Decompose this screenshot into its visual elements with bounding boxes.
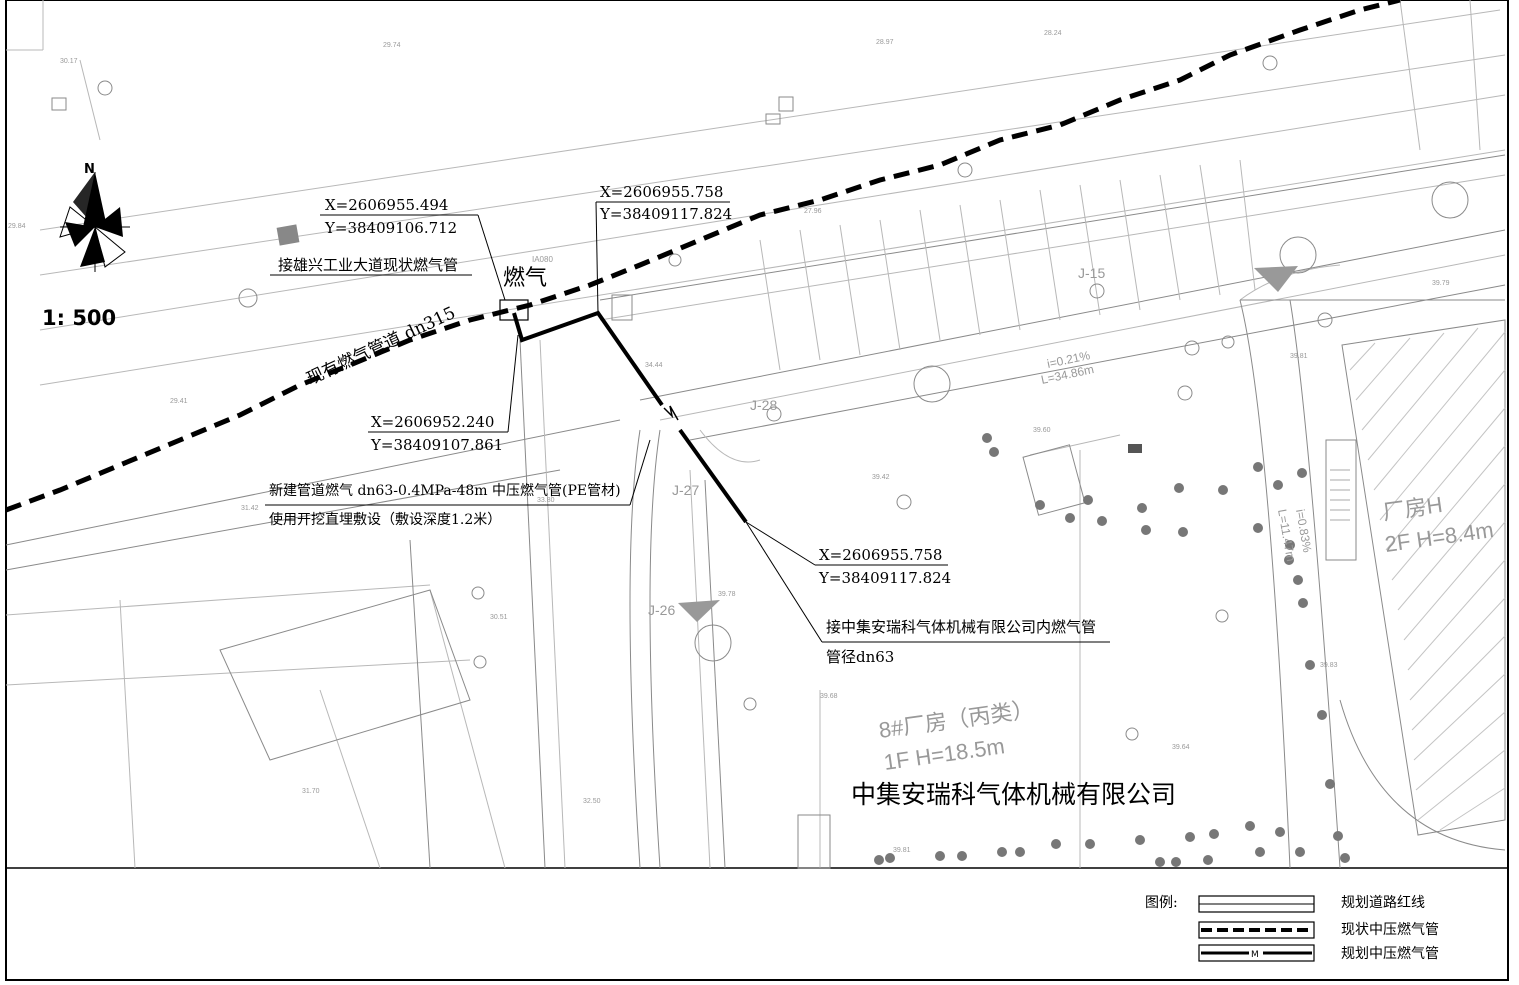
svg-text:29.84: 29.84 xyxy=(8,223,26,230)
svg-text:39.60: 39.60 xyxy=(1033,427,1051,434)
svg-text:X=2606955.494: X=2606955.494 xyxy=(325,196,448,214)
leader-lines xyxy=(265,201,1110,643)
note-new-pipe-line2: 使用开挖直埋敷设（敷设深度1.2米） xyxy=(269,511,501,528)
svg-text:X=2606955.758: X=2606955.758 xyxy=(600,183,723,201)
svg-text:Y=38409117.824: Y=38409117.824 xyxy=(818,569,951,587)
north-arrow-icon xyxy=(59,172,130,272)
svg-text:34.44: 34.44 xyxy=(645,362,663,369)
svg-text:39.83: 39.83 xyxy=(1320,662,1338,669)
svg-text:29.41: 29.41 xyxy=(170,398,188,405)
existing-pipe-label: 现有燃气管道 dn315 xyxy=(304,303,459,389)
svg-text:29.74: 29.74 xyxy=(383,42,401,49)
svg-text:39.79: 39.79 xyxy=(1432,280,1450,287)
spot-elevations: 29.74 28.97 28.24 30.17 27.96 29.41 31.4… xyxy=(8,30,1450,854)
north-label: N xyxy=(84,162,95,177)
svg-text:X=2606955.758: X=2606955.758 xyxy=(819,546,942,564)
svg-text:31.70: 31.70 xyxy=(302,788,320,795)
svg-text:IA080: IA080 xyxy=(532,255,553,264)
svg-text:31.42: 31.42 xyxy=(241,505,259,512)
svg-text:27.96: 27.96 xyxy=(804,208,822,215)
svg-text:28.24: 28.24 xyxy=(1044,30,1062,37)
svg-text:30.17: 30.17 xyxy=(60,58,78,65)
svg-text:Y=38409117.824: Y=38409117.824 xyxy=(599,205,732,223)
svg-text:M: M xyxy=(1251,950,1259,960)
svg-text:39.64: 39.64 xyxy=(1172,744,1190,751)
svg-text:Y=38409106.712: Y=38409106.712 xyxy=(324,219,457,237)
base-map-linework xyxy=(5,0,1506,869)
svg-text:28.97: 28.97 xyxy=(876,39,894,46)
scale-label: 1: 500 xyxy=(42,306,116,330)
svg-text:39.42: 39.42 xyxy=(872,474,890,481)
legend-title: 图例: xyxy=(1145,895,1178,911)
planned-gas-pipe xyxy=(512,310,664,407)
svg-text:X=2606952.240: X=2606952.240 xyxy=(371,413,494,431)
company-name: 中集安瑞科气体机械有限公司 xyxy=(851,780,1176,809)
svg-text:32.50: 32.50 xyxy=(583,798,601,805)
legend-item-planned: 规划中压燃气管 xyxy=(1341,945,1439,962)
svg-text:39.81: 39.81 xyxy=(1290,353,1308,360)
building-h-name: 厂房H xyxy=(1381,492,1444,525)
planned-gas-pipe-lower xyxy=(678,428,748,524)
note-new-pipe-line1: 新建管道燃气 dn63-0.4MPa-48m 中压燃气管(PE管材) xyxy=(269,482,621,499)
gas-label: 燃气 xyxy=(503,266,547,291)
svg-text:39.81: 39.81 xyxy=(893,847,911,854)
note-connect-company-line1: 接中集安瑞科气体机械有限公司内燃气管 xyxy=(826,618,1096,636)
legend-item-existing: 现状中压燃气管 xyxy=(1341,921,1439,938)
svg-text:J-28: J-28 xyxy=(750,397,777,413)
svg-text:39.78: 39.78 xyxy=(718,591,736,598)
drawing-frame xyxy=(5,0,1509,981)
coord-label-4: X=2606955.758 Y=38409117.824 xyxy=(818,546,951,587)
coord-label-1: X=2606955.494 Y=38409106.712 xyxy=(324,196,457,237)
legend: 图例: 规划道路红线 现状中压燃气管 M 规划中压燃气管 xyxy=(1145,895,1439,962)
coord-label-2: X=2606955.758 Y=38409117.824 xyxy=(599,183,732,223)
svg-text:J-26: J-26 xyxy=(648,602,675,618)
svg-text:30.51: 30.51 xyxy=(490,614,508,621)
svg-text:J-15: J-15 xyxy=(1078,265,1105,281)
existing-gas-pipe xyxy=(5,0,1401,513)
coord-label-3: X=2606952.240 Y=38409107.861 xyxy=(370,413,503,454)
connection-box xyxy=(499,299,529,321)
building-h-height: 2F H=8.4m xyxy=(1383,517,1495,557)
pipe-break-symbol xyxy=(663,405,679,421)
legend-item-road: 规划道路红线 xyxy=(1341,895,1425,911)
note-connect-existing: 接雄兴工业大道现状燃气管 xyxy=(278,256,458,274)
svg-text:J-27: J-27 xyxy=(672,482,699,498)
building-8-name: 8#厂房（丙类） xyxy=(877,696,1035,743)
svg-text:39.68: 39.68 xyxy=(820,693,838,700)
svg-text:33.80: 33.80 xyxy=(537,497,555,504)
note-connect-company-line2: 管径dn63 xyxy=(826,648,894,666)
svg-text:Y=38409107.861: Y=38409107.861 xyxy=(370,436,503,454)
